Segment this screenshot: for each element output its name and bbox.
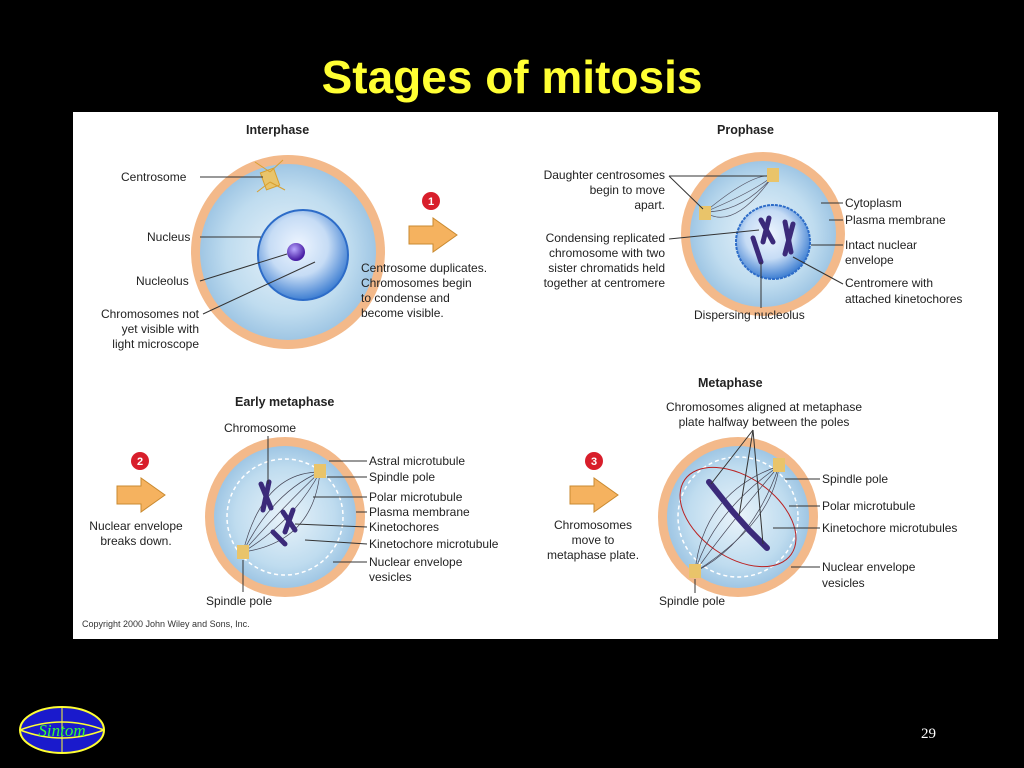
label-cytoplasm: Cytoplasm <box>845 196 902 210</box>
label-nev-l1: Nuclear envelope <box>369 555 463 569</box>
early-metaphase-chromosomes <box>258 479 298 547</box>
globe-logo-icon: Sintom <box>19 706 105 754</box>
step-1-line-3: to condense and <box>361 291 450 305</box>
label-intact-l2: envelope <box>845 253 894 267</box>
early-metaphase-pole-bottom <box>237 545 249 559</box>
label-chromosomes-l3: light microscope <box>112 337 199 351</box>
label-aligned-l1: Chromosomes aligned at metaphase <box>666 400 862 414</box>
label-daughter-l1: Daughter centrosomes <box>544 168 665 182</box>
label-daughter-l2: begin to move <box>590 183 666 197</box>
label-spindle-pole-right: Spindle pole <box>369 470 435 484</box>
metaphase-spindle-outline <box>679 466 797 568</box>
step-1-number: 1 <box>428 196 434 208</box>
step-1: 1 Centrosome duplicates. Chromosomes beg… <box>361 192 487 320</box>
label-chromosomes-l2: yet visible with <box>122 322 199 336</box>
label-astral: Astral microtubule <box>369 454 465 468</box>
interphase-stage: Interphase Centrosome Nucleus Nucleolus … <box>101 123 385 351</box>
metaphase-stage: Metaphase Chromosomes aligned at metapha… <box>658 376 957 608</box>
step-1-arrow-icon <box>408 217 458 253</box>
label-kinetochores: Kinetochores <box>369 520 439 534</box>
prophase-centrosome-b <box>767 168 779 182</box>
label-plasma: Plasma membrane <box>845 213 946 227</box>
label-aligned-l2: plate halfway between the poles <box>679 415 850 429</box>
step-2-line-1: Nuclear envelope <box>89 519 183 533</box>
label-nucleolus: Nucleolus <box>136 274 189 288</box>
label-metaphase-nev-l1: Nuclear envelope <box>822 560 916 574</box>
slide-title: Stages of mitosis <box>321 51 703 103</box>
label-condensing-l4: together at centromere <box>544 276 666 290</box>
metaphase-envelope-vesicles <box>677 456 799 578</box>
step-2-line-2: breaks down. <box>100 534 171 548</box>
step-1-line-4: become visible. <box>361 306 444 320</box>
step-2-number: 2 <box>137 456 143 468</box>
metaphase-pole-bottom <box>689 564 701 578</box>
label-dispersing: Dispersing nucleolus <box>694 308 805 322</box>
step-3-line-2: move to <box>572 533 615 547</box>
prophase-centrosome-a <box>699 206 711 220</box>
label-chromosomes-l1: Chromosomes not <box>101 307 200 321</box>
prophase-heading: Prophase <box>717 123 774 137</box>
label-intact-l1: Intact nuclear <box>845 238 917 252</box>
early-metaphase-pole-top <box>314 464 326 478</box>
metaphase-plate-chromosomes <box>706 479 770 551</box>
interphase-nucleolus <box>287 243 305 261</box>
step-3-arrow-icon <box>569 477 619 513</box>
label-spindle-pole-bottom: Spindle pole <box>206 594 272 608</box>
prophase-stage: Prophase Daughter centrosomes begin to m… <box>544 123 963 322</box>
label-nev-l2: vesicles <box>369 570 412 584</box>
step-1-line-2: Chromosomes begin <box>361 276 472 290</box>
mitosis-diagram: Interphase Centrosome Nucleus Nucleolus … <box>73 112 998 639</box>
label-condensing-l3: sister chromatids held <box>548 261 665 275</box>
label-daughter-l3: apart. <box>634 198 665 212</box>
label-chromosome: Chromosome <box>224 421 296 435</box>
mitosis-diagram-svg: Interphase Centrosome Nucleus Nucleolus … <box>82 123 963 629</box>
metaphase-pole-top <box>773 458 785 472</box>
step-3-number: 3 <box>591 456 597 468</box>
early-metaphase-heading: Early metaphase <box>235 395 334 409</box>
label-metaphase-spindle-pole: Spindle pole <box>822 472 888 486</box>
step-3: 3 Chromosomes move to metaphase plate. <box>547 452 639 562</box>
copyright-text: Copyright 2000 John Wiley and Sons, Inc. <box>82 619 250 629</box>
step-1-badge <box>422 192 440 210</box>
label-nucleus: Nucleus <box>147 230 190 244</box>
label-centromere-l2: attached kinetochores <box>845 292 962 306</box>
early-metaphase-stage: Early metaphase Chromosome Spindle pole … <box>205 395 499 608</box>
label-polar: Polar microtubule <box>369 490 463 504</box>
label-centromere-l1: Centromere with <box>845 276 933 290</box>
page-number: 29 <box>921 726 936 742</box>
step-2-arrow-icon <box>116 477 166 513</box>
interphase-centrosome <box>254 159 286 193</box>
step-3-line-1: Chromosomes <box>554 518 632 532</box>
metaphase-spindle <box>694 465 780 573</box>
label-metaphase-kmts: Kinetochore microtubules <box>822 521 957 535</box>
step-1-line-1: Centrosome duplicates. <box>361 261 487 275</box>
label-centrosome: Centrosome <box>121 170 187 184</box>
label-condensing-l1: Condensing replicated <box>546 231 665 245</box>
step-3-line-3: metaphase plate. <box>547 548 639 562</box>
step-2: 2 Nuclear envelope breaks down. <box>89 452 183 548</box>
prophase-chromosomes <box>750 215 796 265</box>
label-kinetochore-mt: Kinetochore microtubule <box>369 537 499 551</box>
label-condensing-l2: chromosome with two <box>549 246 665 260</box>
early-metaphase-spindle <box>242 471 321 553</box>
interphase-heading: Interphase <box>246 123 309 137</box>
label-metaphase-polar: Polar microtubule <box>822 499 916 513</box>
metaphase-heading: Metaphase <box>698 376 763 390</box>
step-3-badge <box>585 452 603 470</box>
early-metaphase-envelope-vesicles <box>226 458 344 576</box>
label-plasma-membrane: Plasma membrane <box>369 505 470 519</box>
label-metaphase-nev-l2: vesicles <box>822 576 865 590</box>
step-2-badge <box>131 452 149 470</box>
label-metaphase-spindle-pole-bottom: Spindle pole <box>659 594 725 608</box>
logo-text: Sintom <box>38 721 85 740</box>
